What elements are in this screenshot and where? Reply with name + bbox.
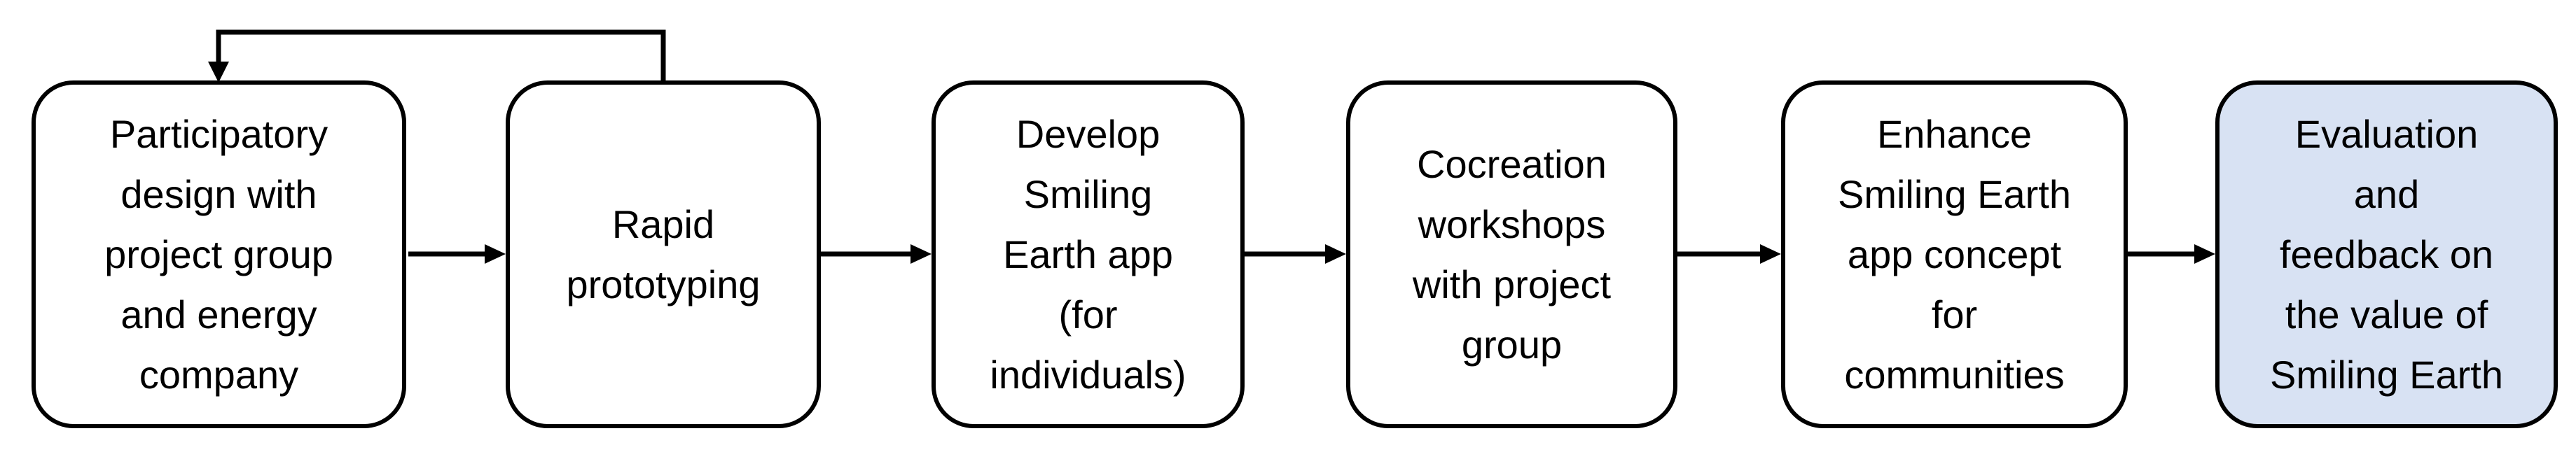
flow-arrow-2-3 <box>819 244 932 264</box>
step-box-cocreation-workshops: Cocreation workshops with project group <box>1346 80 1677 428</box>
step-label: Participatory design with project group … <box>104 111 333 397</box>
step-label: Develop Smiling Earth app (for individua… <box>990 111 1186 397</box>
step-box-evaluation-feedback: Evaluation and feedback on the value of … <box>2215 80 2558 428</box>
flow-arrow-5-6 <box>2126 244 2215 264</box>
flow-arrow-4-5 <box>1675 244 1781 264</box>
step-box-develop-app: Develop Smiling Earth app (for individua… <box>932 80 1245 428</box>
step-label: Cocreation workshops with project group <box>1412 141 1612 367</box>
flow-arrow-1-2 <box>408 244 506 264</box>
feedback-arrow <box>208 29 666 83</box>
step-label: Evaluation and feedback on the value of … <box>2269 111 2504 397</box>
step-box-rapid-prototyping: Rapid prototyping <box>506 80 821 428</box>
flow-arrow-3-4 <box>1242 244 1346 264</box>
step-label: Rapid prototyping <box>566 202 761 306</box>
step-label: Enhance Smiling Earth app concept for co… <box>1837 111 2072 397</box>
step-box-enhance-concept: Enhance Smiling Earth app concept for co… <box>1781 80 2128 428</box>
step-box-participatory-design: Participatory design with project group … <box>32 80 406 428</box>
